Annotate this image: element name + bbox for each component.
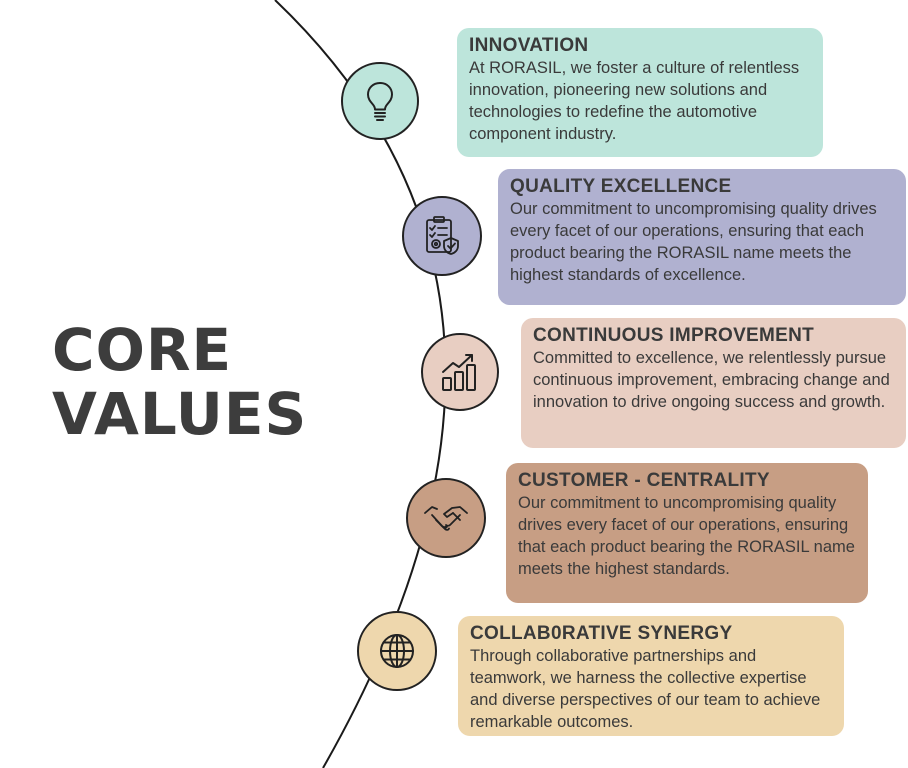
synergy-node xyxy=(357,611,437,691)
value-card-quality: QUALITY EXCELLENCE Our commitment to unc… xyxy=(498,169,906,305)
value-text: Through collaborative partnerships and t… xyxy=(470,647,821,731)
value-heading: CUSTOMER - CENTRALITY xyxy=(518,470,770,491)
improvement-node xyxy=(421,333,499,411)
value-card-synergy: COLLAB0RATIVE SYNERGY Through collaborat… xyxy=(458,616,844,736)
value-heading: COLLAB0RATIVE SYNERGY xyxy=(470,623,733,644)
growth-chart-icon xyxy=(442,354,476,391)
value-heading: QUALITY EXCELLENCE xyxy=(510,176,732,197)
value-card-innovation: INNOVATION At RORASIL, we foster a cultu… xyxy=(457,28,823,157)
value-card-improvement: CONTINUOUS IMPROVEMENT Committed to exce… xyxy=(521,318,906,448)
value-heading: INNOVATION xyxy=(469,35,589,56)
value-text: Our commitment to uncompromising quality… xyxy=(518,494,855,578)
globe-icon xyxy=(380,634,414,668)
customer-node xyxy=(406,478,486,558)
value-card-customer: CUSTOMER - CENTRALITY Our commitment to … xyxy=(506,463,868,603)
page-title: CORE VALUES xyxy=(52,318,307,446)
title-line-1: CORE xyxy=(52,316,233,384)
quality-node xyxy=(402,196,482,276)
handshake-icon xyxy=(424,506,468,531)
value-text: Our commitment to uncompromising quality… xyxy=(510,200,877,284)
title-line-2: VALUES xyxy=(52,380,308,448)
innovation-node xyxy=(341,62,419,140)
value-heading: CONTINUOUS IMPROVEMENT xyxy=(533,325,815,346)
clipboard-gear-shield-icon xyxy=(426,216,459,255)
lightbulb-icon xyxy=(367,82,393,121)
value-text: At RORASIL, we foster a culture of relen… xyxy=(469,59,800,143)
value-text: Committed to excellence, we relentlessly… xyxy=(533,349,890,411)
